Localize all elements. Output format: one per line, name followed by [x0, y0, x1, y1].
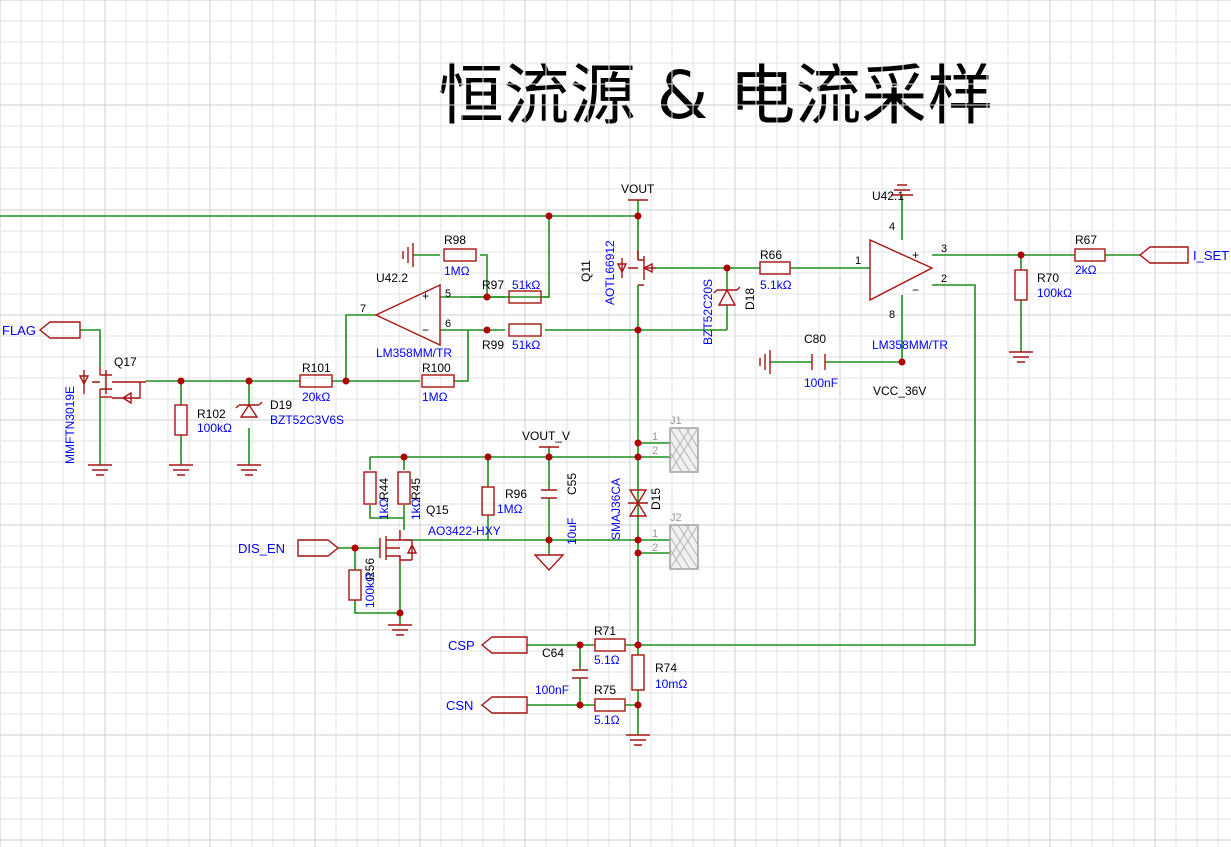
- r99-value: 51kΩ: [512, 338, 540, 352]
- c64-ref: C64: [542, 646, 564, 660]
- r70-ref: R70: [1037, 271, 1059, 285]
- svg-text:4: 4: [889, 221, 895, 233]
- connector-j2: J2 1 2: [652, 512, 699, 570]
- port-csn: CSN: [446, 698, 473, 713]
- r56-value: 100kΩ: [363, 573, 377, 608]
- port-flag: FLAG: [2, 323, 36, 338]
- r45-value: 1kΩ: [409, 498, 423, 520]
- r97-value: 51kΩ: [512, 278, 540, 292]
- c80-value: 100nF: [804, 376, 838, 390]
- c64-value: 100nF: [535, 683, 569, 697]
- power-nets: VOUT VOUT_V VCC_36V: [522, 182, 926, 448]
- net-vout: VOUT: [621, 182, 655, 196]
- c55-value: 10uF: [565, 518, 579, 545]
- q11-value: AOTL66912: [603, 240, 617, 305]
- d15-value: SMAJ36CA: [609, 478, 623, 540]
- r44-value: 1kΩ: [377, 498, 391, 520]
- diodes: D19 BZT52C3V6S D18 BZT52C20S D15 SMAJ36C…: [235, 279, 757, 540]
- r56-ref: R56: [363, 558, 377, 580]
- svg-text:+: +: [422, 289, 429, 303]
- port-i-set: I_SET: [1193, 248, 1229, 263]
- net-ports: FLAG DIS_EN CSP CSN I_SET: [2, 246, 1229, 714]
- net-vout-v: VOUT_V: [522, 429, 570, 443]
- j2-ref: J2: [670, 512, 682, 524]
- q17-value: MMFTN3019E: [63, 386, 77, 464]
- q17-ref: Q17: [114, 355, 137, 369]
- svg-text:1: 1: [652, 431, 658, 443]
- r75-ref: R75: [594, 683, 616, 697]
- mosfet-q15: Q15 AO3422-HXY: [379, 503, 501, 565]
- r70-value: 100kΩ: [1037, 286, 1072, 300]
- j1-ref: J1: [670, 415, 682, 427]
- r67-value: 2kΩ: [1075, 263, 1097, 277]
- d19-value: BZT52C3V6S: [270, 413, 344, 427]
- r102-value: 100kΩ: [197, 421, 232, 435]
- ground-symbols: [88, 184, 1033, 746]
- connector-j1: J1 1 2: [652, 415, 699, 473]
- r66-ref: R66: [760, 248, 782, 262]
- r75-value: 5.1Ω: [594, 713, 620, 727]
- svg-text:5: 5: [445, 288, 451, 300]
- wires: [0, 195, 1140, 735]
- q15-value: AO3422-HXY: [428, 524, 501, 538]
- q11-ref: Q11: [579, 260, 593, 282]
- port-dis-en: DIS_EN: [238, 541, 285, 556]
- d18-value: BZT52C20S: [701, 279, 715, 345]
- resistors: R98 1MΩ R97 51kΩ R99 51kΩ R101 20kΩ R100…: [174, 233, 1106, 727]
- r74-value: 10mΩ: [655, 677, 687, 691]
- svg-text:3: 3: [941, 243, 947, 255]
- svg-text:6: 6: [445, 318, 451, 330]
- d18-ref: D18: [743, 288, 757, 310]
- r100-value: 1MΩ: [422, 390, 448, 404]
- schematic-title: 恒流源 & 电流采样: [437, 57, 994, 134]
- u42-2-ref: U42.2: [376, 271, 408, 285]
- svg-text:−: −: [422, 323, 429, 337]
- svg-text:1: 1: [652, 528, 658, 540]
- u42-1-ref: U42.1: [872, 189, 904, 203]
- opamp-u42-1: + − 1 3 2 4 8 U42.1 LM358MM/TR: [855, 189, 948, 352]
- r66-value: 5.1kΩ: [760, 278, 792, 292]
- r98-ref: R98: [444, 233, 466, 247]
- u42-1-value: LM358MM/TR: [872, 338, 948, 352]
- r71-ref: R71: [594, 624, 616, 638]
- r99-ref: R99: [482, 338, 504, 352]
- net-vcc-36v: VCC_36V: [873, 384, 926, 398]
- r45-ref: R45: [409, 478, 423, 500]
- r96-ref: R96: [505, 487, 527, 501]
- mosfet-q17: Q17 MMFTN3019E: [63, 355, 146, 464]
- svg-text:8: 8: [889, 309, 895, 321]
- d19-ref: D19: [270, 398, 292, 412]
- svg-text:2: 2: [652, 445, 658, 457]
- r96-value: 1MΩ: [497, 502, 523, 516]
- d15-ref: D15: [649, 488, 663, 510]
- r67-ref: R67: [1075, 233, 1097, 247]
- mosfet-q11: Q11 AOTL66912: [579, 240, 656, 305]
- r97-ref: R97: [482, 278, 504, 292]
- q15-ref: Q15: [426, 503, 449, 517]
- r71-value: 5.1Ω: [594, 653, 620, 667]
- u42-2-value: LM358MM/TR: [376, 346, 452, 360]
- r100-ref: R100: [422, 361, 451, 375]
- capacitors: C80 100nF C55 10uF C64 100nF: [535, 332, 838, 697]
- r101-ref: R101: [302, 361, 331, 375]
- r102-ref: R102: [197, 407, 226, 421]
- svg-text:2: 2: [941, 273, 947, 285]
- r74-ref: R74: [655, 661, 677, 675]
- svg-text:2: 2: [652, 542, 658, 554]
- junctions: [177, 212, 1025, 709]
- c80-ref: C80: [804, 332, 826, 346]
- c55-ref: C55: [565, 473, 579, 495]
- r101-value: 20kΩ: [302, 390, 330, 404]
- r44-ref: R44: [377, 478, 391, 500]
- svg-text:7: 7: [360, 303, 366, 315]
- svg-text:−: −: [912, 283, 919, 297]
- port-csp: CSP: [448, 638, 475, 653]
- r98-value: 1MΩ: [444, 264, 470, 278]
- svg-text:1: 1: [855, 255, 861, 267]
- opamp-u42-2: + − 5 6 7 U42.2 LM358MM/TR: [360, 271, 452, 360]
- svg-text:+: +: [912, 248, 919, 262]
